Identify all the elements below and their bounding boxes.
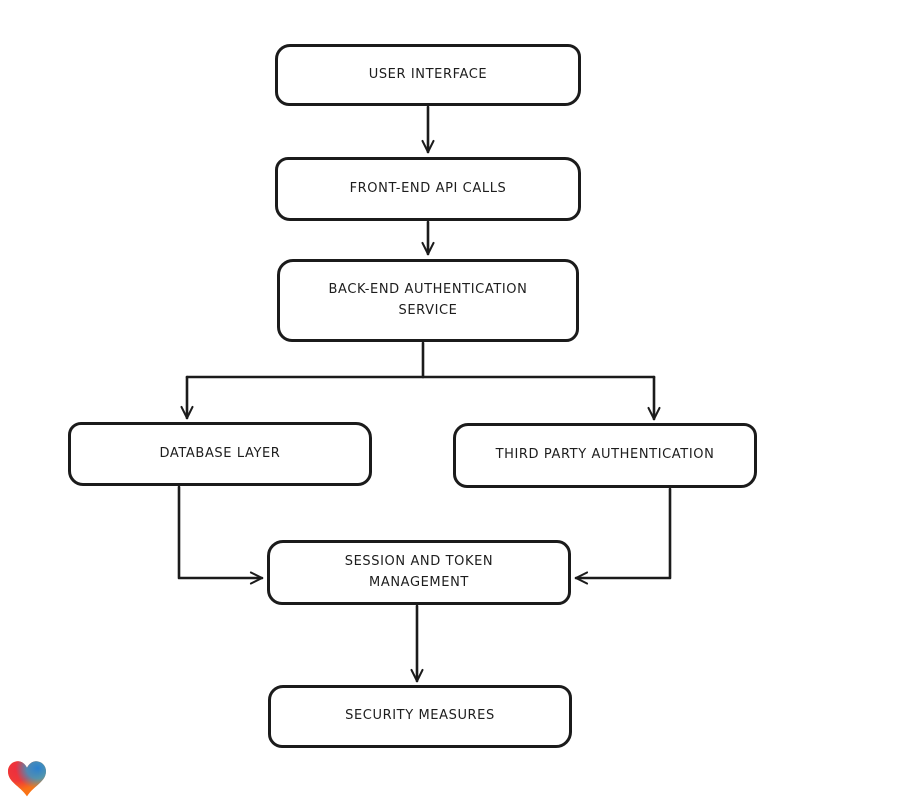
node-user-interface[interactable]: USER INTERFACE <box>275 44 581 106</box>
node-third-party-authentication-label: THIRD PARTY AUTHENTICATION <box>495 447 715 463</box>
node-session-and-token-management[interactable]: SESSION AND TOKEN MANAGEMENT <box>267 540 571 605</box>
node-security-measures[interactable]: SECURITY MEASURES <box>268 685 572 748</box>
node-user-interface-label: USER INTERFACE <box>368 66 488 82</box>
edge-database-to-session <box>177 485 264 585</box>
node-security-measures-label: SECURITY MEASURES <box>345 708 495 724</box>
node-third-party-authentication[interactable]: THIRD PARTY AUTHENTICATION <box>453 423 757 488</box>
heart-shape <box>8 761 46 797</box>
node-back-end-authentication-service[interactable]: BACK-END AUTHENTICATION SERVICE <box>277 259 579 342</box>
node-front-end-api-calls-label: FRONT-END API CALLS <box>349 180 507 196</box>
node-database-layer-label: DATABASE LAYER <box>159 445 281 461</box>
node-front-end-api-calls[interactable]: FRONT-END API CALLS <box>275 157 581 221</box>
node-back-end-authentication-service-label: BACK-END AUTHENTICATION SERVICE <box>328 281 528 318</box>
heart-icon[interactable] <box>8 761 46 797</box>
node-database-layer[interactable]: DATABASE LAYER <box>68 422 372 486</box>
edge-thirdparty-to-session <box>574 487 672 585</box>
node-session-and-token-management-label: SESSION AND TOKEN MANAGEMENT <box>344 553 494 590</box>
